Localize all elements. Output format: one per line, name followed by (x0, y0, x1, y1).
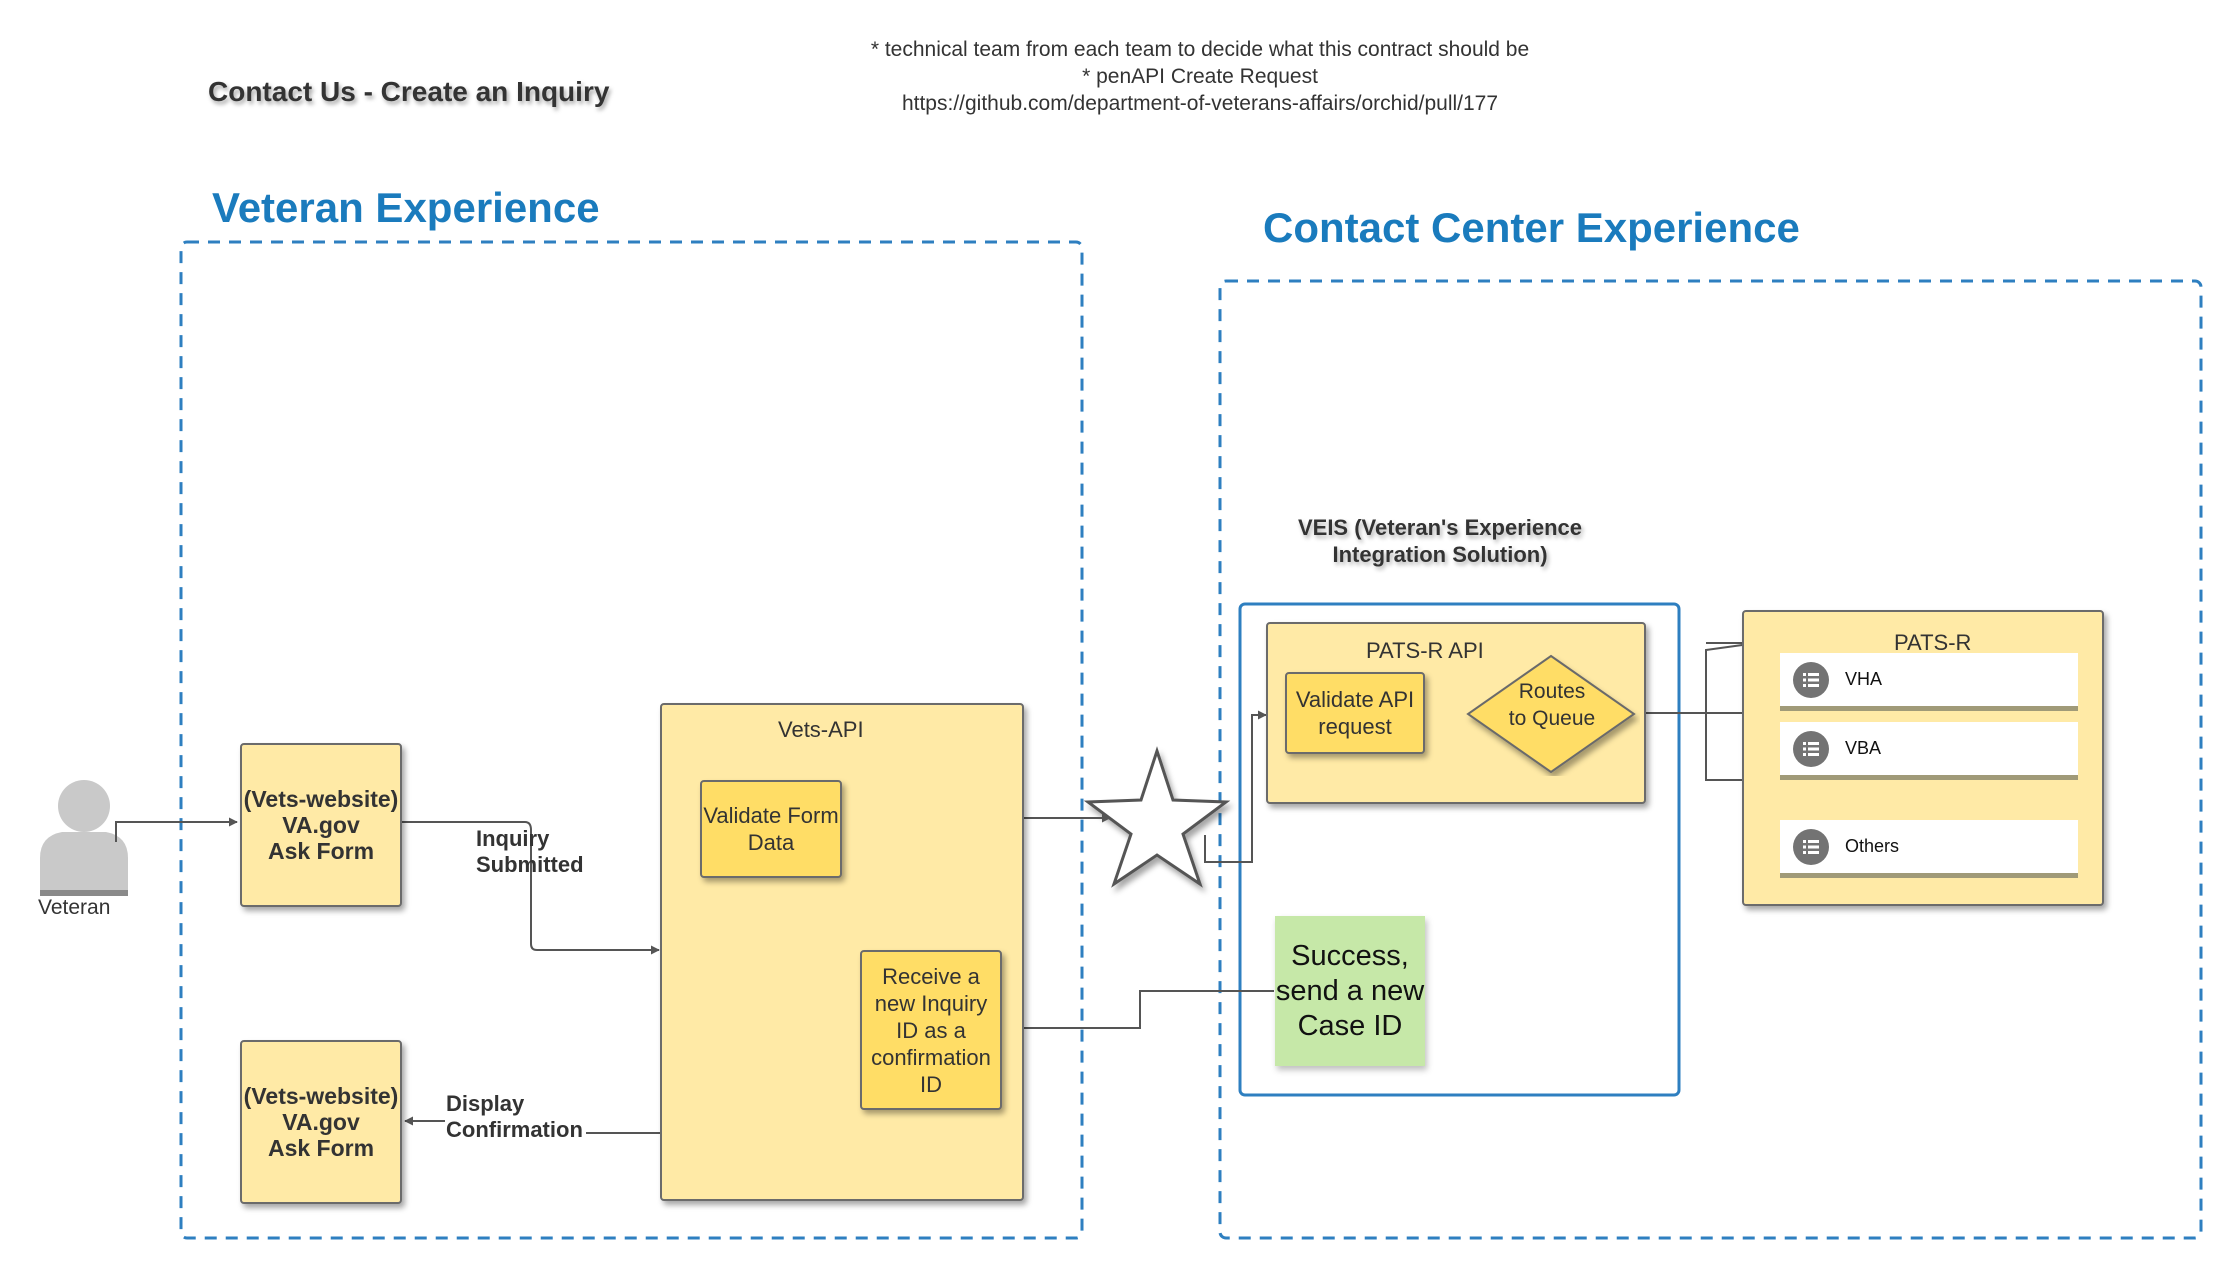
edge-label-display-confirmation: Display Confirmation (446, 1091, 583, 1143)
actor-label: Veteran (38, 896, 111, 919)
connector-success-to-receive (1003, 990, 1274, 1033)
connector-star-to-pats-api (1204, 710, 1267, 863)
veteran-experience-frame (179, 240, 1084, 1240)
routes-line: Routes (1518, 680, 1586, 703)
section-title-contact-center: Contact Center Experience (1263, 204, 1800, 251)
queue-item-vba[interactable]: VBA (1780, 722, 2078, 780)
success-note: Success, send a new Case ID (1275, 916, 1425, 1066)
validate-api-request-box: Validate API request (1285, 672, 1425, 754)
list-icon (1793, 828, 1829, 865)
list-icon (1793, 661, 1829, 698)
validate-form-data-label: Validate Form Data (703, 803, 839, 855)
edge-label-line: Display (446, 1091, 525, 1116)
veis-label-line: VEIS (Veteran's Experience (1297, 515, 1583, 540)
star-shape (1083, 746, 1231, 888)
queue-label: Others (1845, 836, 1900, 856)
connector-veteran-to-form (115, 817, 238, 842)
veis-frame (1238, 602, 1681, 1097)
receive-inquiry-id-label: Receive a new Inquiry ID as a confirmati… (871, 963, 991, 1097)
form-line: Ask Form (267, 838, 375, 864)
form-line: (Vets-website) (243, 786, 399, 812)
veis-label-line: Integration Solution) (1332, 542, 1548, 567)
form-line: VA.gov (282, 1109, 360, 1135)
note-link[interactable]: https://github.com/department-of-veteran… (901, 92, 1499, 115)
person-base (40, 890, 128, 896)
pats-r-api-label: PATS-R API (1366, 638, 1484, 663)
queue-label: VHA (1845, 669, 1883, 689)
form-line: Ask Form (267, 1135, 375, 1161)
connector-form-to-vets-api (402, 821, 660, 955)
edge-label-line: Inquiry (476, 826, 550, 851)
receive-inquiry-id-box: Receive a new Inquiry ID as a confirmati… (860, 950, 1002, 1110)
notes-block: * technical team from each team to decid… (860, 36, 1540, 117)
list-icon (1793, 730, 1829, 767)
routes-to-queue-diamond (1466, 654, 1636, 774)
page-title: Contact Us - Create an Inquiry (208, 76, 610, 107)
form-line: VA.gov (282, 812, 360, 838)
veis-label: VEIS (Veteran's Experience Integration S… (1250, 514, 1630, 568)
routes-to-queue-label: Routes to Queue (1492, 678, 1612, 732)
pats-r-label: PATS-R (1894, 630, 1972, 655)
edge-label-inquiry-submitted: Inquiry Submitted (476, 826, 584, 878)
edge-label-line: Submitted (476, 852, 584, 877)
validate-api-request-label: Validate API request (1295, 687, 1415, 739)
note-line: * penAPI Create Request (1082, 65, 1318, 88)
queue-item-others[interactable]: Others (1780, 820, 2078, 878)
edge-label-line: Confirmation (446, 1117, 583, 1142)
queue-label: VBA (1845, 738, 1882, 758)
success-note-text: Success, send a new Case ID (1275, 939, 1425, 1042)
ask-form-top: (Vets-website) VA.gov Ask Form (240, 743, 402, 907)
contact-center-frame (1218, 279, 2203, 1240)
routes-line: to Queue (1508, 707, 1596, 730)
section-title-veteran: Veteran Experience (212, 184, 600, 231)
vets-api-label: Vets-API (778, 717, 864, 742)
validate-form-data-box: Validate Form Data (700, 780, 842, 878)
form-line: (Vets-website) (243, 1083, 399, 1109)
person-icon (40, 780, 128, 896)
queue-item-vha[interactable]: VHA (1780, 653, 2078, 711)
note-line: * technical team from each team to decid… (870, 38, 1530, 61)
ask-form-bottom: (Vets-website) VA.gov Ask Form (240, 1040, 402, 1204)
connector-pats-api-to-queues (1645, 641, 1765, 781)
